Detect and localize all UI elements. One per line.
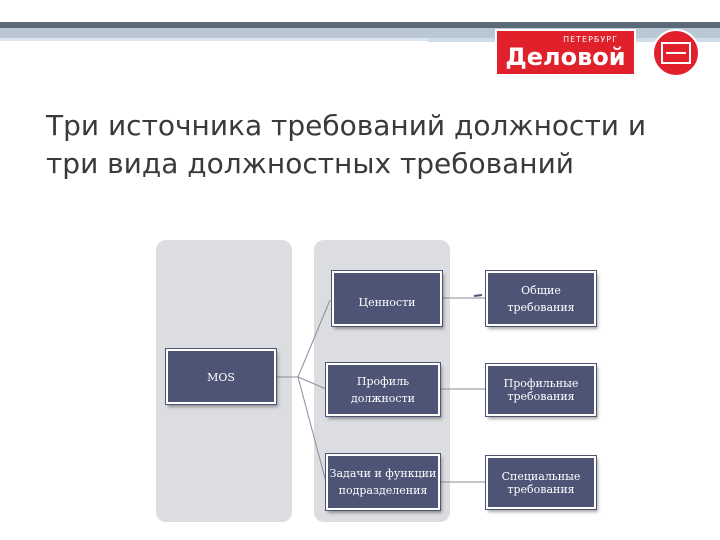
delovoy-logo: ПЕТЕРБУРГ Деловой bbox=[495, 29, 636, 76]
department-tasks-node: Задачи и функции подразделения bbox=[326, 454, 440, 510]
logo-main-text: Деловой bbox=[505, 42, 626, 71]
connector-mos-values bbox=[276, 299, 331, 378]
connector-marker bbox=[473, 294, 483, 297]
top-bar-light-stripe bbox=[0, 28, 720, 38]
logo-small-text: ПЕТЕРБУРГ bbox=[563, 34, 618, 44]
general-requirements-node: Общие требования bbox=[486, 271, 596, 326]
profile-requirements-node: Профильные требования bbox=[486, 364, 596, 416]
slide-title: Три источника требований должности и три… bbox=[46, 109, 647, 180]
values-node: Ценности bbox=[332, 271, 442, 326]
job-profile-node: Профиль должности bbox=[326, 363, 440, 416]
special-requirements-node: Специальные требования bbox=[486, 456, 596, 509]
top-bar-dark-stripe bbox=[0, 22, 720, 28]
connector-mos-tasks bbox=[276, 376, 327, 483]
mos-node: MOS bbox=[166, 349, 276, 404]
top-bar-light-stripe-2 bbox=[0, 38, 720, 41]
round-logo-icon bbox=[652, 29, 700, 77]
round-logo-emblem bbox=[661, 42, 691, 64]
